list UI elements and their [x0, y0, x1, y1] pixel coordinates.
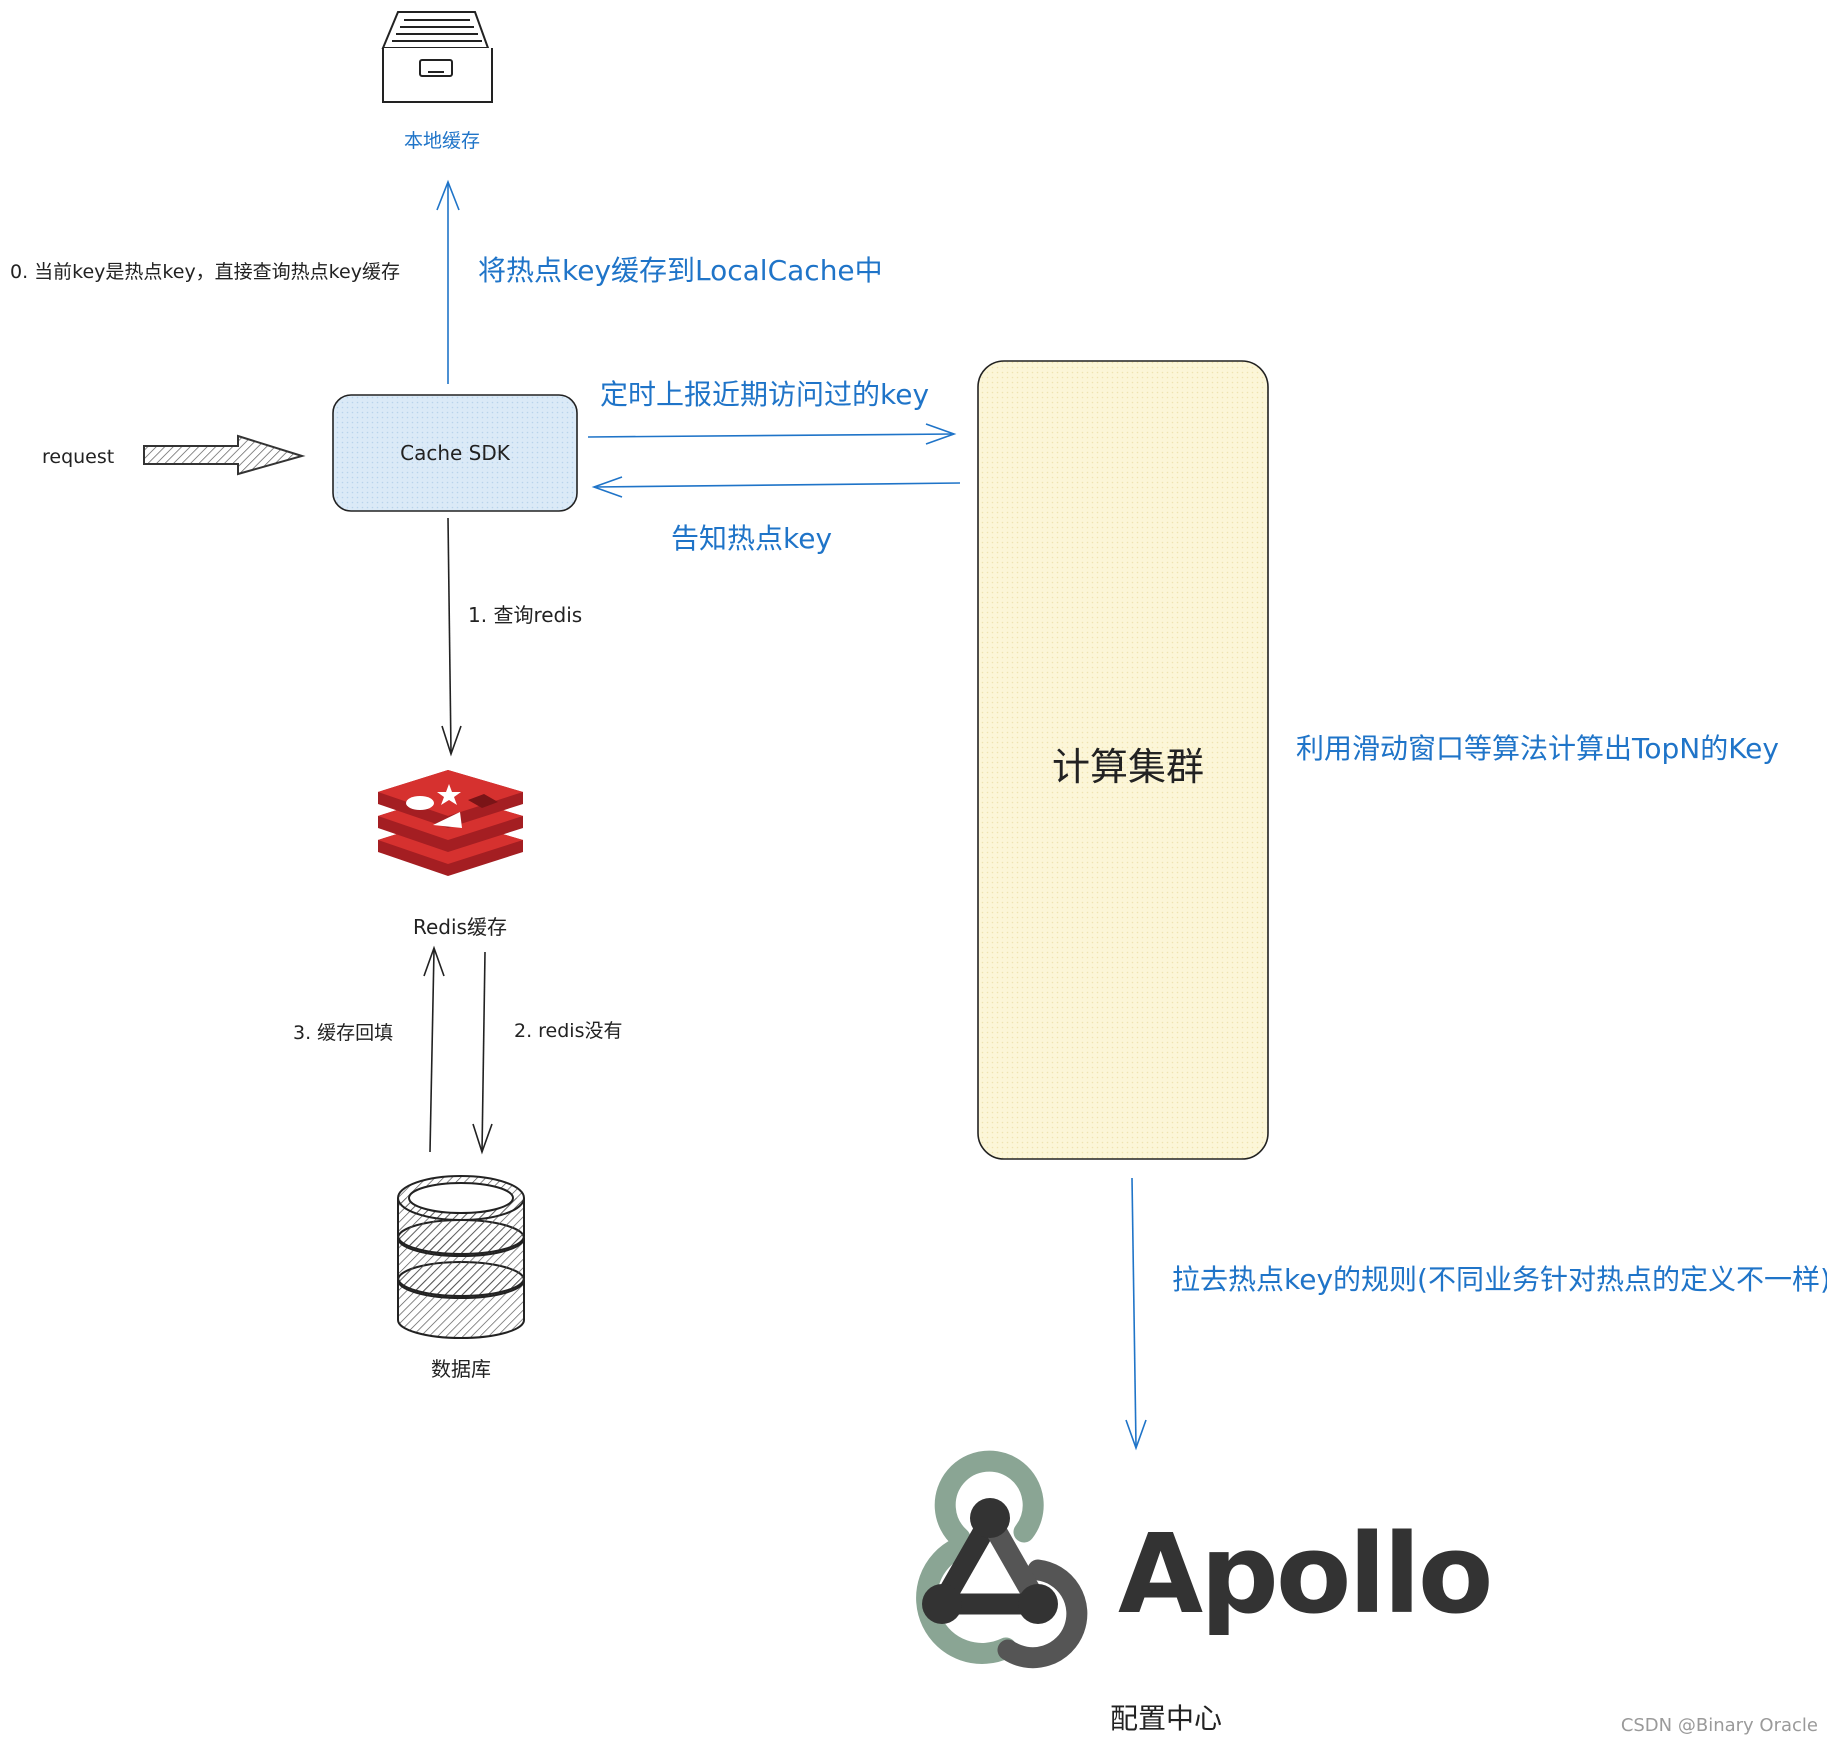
- redis-icon: [378, 770, 523, 876]
- cache-sdk-box: [332, 394, 578, 512]
- topn-label: 利用滑动窗口等算法计算出TopN的Key: [1296, 732, 1779, 765]
- apollo-wordmark: Apollo: [1118, 1510, 1490, 1638]
- compute-cluster-box: [977, 360, 1269, 1160]
- arrow-sdk-to-local-cache: [436, 179, 460, 384]
- arrow-sdk-to-cluster: [587, 423, 957, 445]
- request-label: request: [42, 446, 114, 468]
- arrow-cluster-to-apollo: [1125, 1177, 1147, 1451]
- cache-sdk-label: Cache SDK: [400, 441, 511, 465]
- step2-label: 2. redis没有: [514, 1020, 623, 1042]
- redis-label: Redis缓存: [413, 915, 507, 939]
- database-label: 数据库: [431, 1357, 491, 1381]
- request-arrow: [143, 434, 306, 476]
- apollo-logo-icon: [916, 1450, 1088, 1669]
- arrow-cluster-to-sdk: [591, 476, 961, 498]
- notify-label: 告知热点key: [671, 522, 832, 555]
- local-cache-label: 本地缓存: [404, 130, 480, 152]
- compute-cluster-label: 计算集群: [1052, 745, 1204, 789]
- file-drawer-icon: [381, 11, 493, 103]
- watermark: CSDN @Binary Oracle: [1621, 1715, 1818, 1736]
- pull-rules-label: 拉去热点key的规则(不同业务针对热点的定义不一样): [1172, 1263, 1827, 1296]
- arrow-redis-to-db: [472, 951, 493, 1155]
- config-center-label: 配置中心: [1110, 1702, 1222, 1735]
- step3-label: 3. 缓存回填: [293, 1022, 393, 1044]
- database-icon: [397, 1175, 525, 1339]
- arrow-db-to-redis: [423, 945, 445, 1153]
- report-label: 定时上报近期访问过的key: [600, 378, 929, 411]
- step1-label: 1. 查询redis: [468, 603, 582, 627]
- store-local-label: 将热点key缓存到LocalCache中: [478, 254, 883, 287]
- arrow-sdk-to-redis: [441, 517, 462, 757]
- step0-label: 0. 当前key是热点key，直接查询热点key缓存: [10, 261, 400, 283]
